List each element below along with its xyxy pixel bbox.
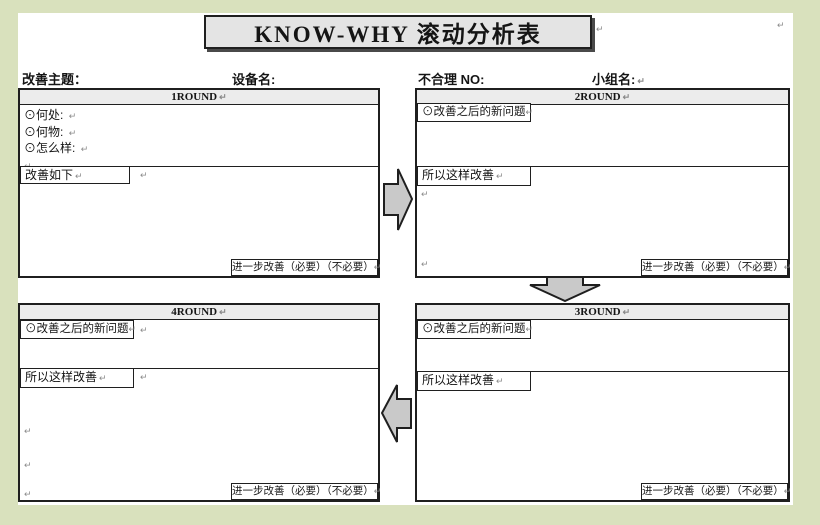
round3-new-problem-text: ⊙改善之后的新问题: [422, 323, 526, 335]
pilcrow-icon: ↵: [24, 489, 32, 499]
round1-header-text: 1ROUND: [171, 91, 218, 103]
round2-divider: [417, 166, 788, 167]
pilcrow-icon: ↵: [75, 171, 83, 181]
page-title-text: KNOW-WHY 滚动分析表: [254, 22, 542, 47]
round3-new-problem-label: ⊙改善之后的新问题↵: [417, 320, 534, 339]
round1-empty-line: ↵: [24, 158, 374, 175]
panel-round4: 4ROUND↵ ⊙改善之后的新问题↵ ↵ 所以这样改善↵ ↵ ↵ ↵ ↵ 进一步…: [18, 303, 381, 502]
round3-footer-text: 进一步改善（必要）（不必要）: [642, 485, 784, 497]
pilcrow-icon: ↵: [525, 324, 534, 334]
round4-header-text: 4ROUND: [171, 306, 218, 318]
field-label-topic: 改善主题：: [22, 72, 88, 87]
round3-so-improve-label: 所以这样改善↵: [417, 371, 531, 391]
round4-new-problem-text: ⊙改善之后的新问题: [25, 323, 129, 335]
round1-line-where: ⊙何处: ↵: [24, 108, 374, 125]
pilcrow-icon: ↵: [783, 262, 792, 272]
round3-header-text: 3ROUND: [574, 306, 621, 318]
pilcrow-icon: ↵: [99, 373, 107, 383]
arrow-left-icon: [381, 384, 412, 443]
pilcrow-icon: ↵: [496, 171, 504, 181]
round2-footer: 进一步改善（必要）（不必要）↵: [641, 259, 791, 276]
pilcrow-icon: ↵: [24, 460, 32, 470]
field-label-equipment: 设备名:: [232, 72, 276, 87]
panel-round1: 1ROUND↵ ⊙何处: ↵ ⊙何物: ↵ ⊙怎么样: ↵ ↵ 改善如下↵ ↵ …: [18, 88, 381, 278]
round4-new-problem-label: ⊙改善之后的新问题↵: [20, 320, 137, 339]
round1-header: 1ROUND↵: [20, 90, 378, 105]
round1-question-lines: ⊙何处: ↵ ⊙何物: ↵ ⊙怎么样: ↵ ↵: [20, 105, 378, 174]
arrow-right-icon: [383, 168, 413, 231]
round1-line-what-text: ⊙何物:: [24, 124, 64, 139]
round1-footer-text: 进一步改善（必要）（不必要）: [232, 261, 374, 273]
round4-divider: [20, 368, 378, 369]
pilcrow-icon: ↵: [622, 307, 631, 317]
field-label-team: 小组名:↵: [592, 69, 645, 88]
round4-so-improve-label: 所以这样改善↵: [20, 368, 134, 388]
pilcrow-icon: ↵: [421, 259, 429, 269]
round2-footer-text: 进一步改善（必要）（不必要）: [642, 261, 784, 273]
round1-line-how-text: ⊙怎么样:: [24, 141, 76, 155]
pilcrow-icon: ↵: [24, 426, 32, 436]
round1-divider: [20, 166, 378, 167]
round2-so-improve-label: 所以这样改善↵: [417, 166, 531, 186]
pilcrow-icon: ↵: [622, 92, 631, 102]
field-label-team-text: 小组名:: [592, 72, 636, 87]
pilcrow-icon: ↵: [373, 262, 382, 272]
pilcrow-icon: ↵: [219, 307, 227, 317]
round2-header-text: 2ROUND: [574, 91, 621, 103]
round1-footer: 进一步改善（必要）（不必要）↵: [231, 259, 381, 276]
pilcrow-icon: ↵: [783, 486, 792, 496]
pilcrow-icon: ↵: [496, 376, 504, 386]
pilcrow-icon: ↵: [140, 372, 148, 382]
panel-round2: 2ROUND↵ ⊙改善之后的新问题↵ 所以这样改善↵ ↵ ↵ 进一步改善（必要）…: [415, 88, 791, 278]
pilcrow-icon: ↵: [68, 111, 77, 121]
pilcrow-icon: ↵: [525, 107, 534, 117]
pilcrow-icon: ↵: [80, 144, 89, 154]
pilcrow-icon: ↵: [219, 92, 227, 102]
round4-footer-text: 进一步改善（必要）（不必要）: [232, 485, 374, 497]
round3-so-improve-text: 所以这样改善: [422, 373, 495, 387]
pilcrow-icon: ↵: [68, 127, 77, 138]
round4-header: 4ROUND↵: [20, 305, 378, 320]
pilcrow-icon: ↵: [128, 324, 137, 334]
round3-footer: 进一步改善（必要）（不必要）↵: [641, 483, 791, 500]
pilcrow-icon: ↵: [637, 76, 645, 86]
pilcrow-icon: ↵: [421, 189, 429, 199]
pilcrow-icon: ↵: [24, 161, 32, 171]
panel-round3: 3ROUND↵ ⊙改善之后的新问题↵ 所以这样改善↵ 进一步改善（必要）（不必要…: [415, 303, 791, 502]
round1-line-what: ⊙何物: ↵: [24, 125, 374, 142]
field-label-issue-no: 不合理 NO:: [418, 72, 485, 87]
round4-so-improve-text: 所以这样改善: [25, 370, 98, 384]
round3-divider: [417, 371, 788, 372]
pilcrow-icon: ↵: [596, 24, 604, 34]
pilcrow-icon: ↵: [373, 486, 382, 496]
pilcrow-icon: ↵: [140, 325, 148, 335]
round1-improve-label-text: 改善如下: [25, 168, 74, 182]
arrow-down-icon: [529, 276, 601, 302]
pilcrow-icon: ↵: [777, 20, 785, 30]
round4-footer: 进一步改善（必要）（不必要）↵: [231, 483, 381, 500]
round1-line-where-text: ⊙何处:: [24, 108, 64, 122]
page-title: KNOW-WHY 滚动分析表: [204, 15, 592, 49]
round1-improve-label: 改善如下↵: [20, 166, 130, 184]
round3-header: 3ROUND↵: [417, 305, 788, 320]
round2-header: 2ROUND↵: [417, 90, 788, 105]
round2-new-problem-text: ⊙改善之后的新问题: [422, 106, 526, 118]
pilcrow-icon: ↵: [140, 170, 148, 180]
round1-line-how: ⊙怎么样: ↵: [24, 141, 374, 158]
round2-new-problem-label: ⊙改善之后的新问题↵: [417, 103, 534, 122]
round2-so-improve-text: 所以这样改善: [422, 168, 495, 182]
